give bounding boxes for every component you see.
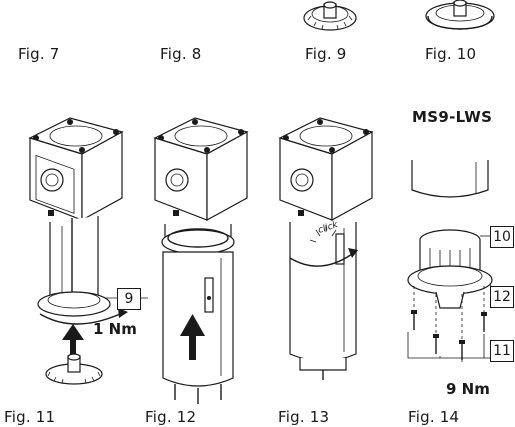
model-heading: MS9-LWS [412, 108, 493, 126]
caption-fig-14: Fig. 14 [408, 408, 460, 426]
torque-fig14: 9 Nm [446, 380, 490, 398]
caption-fig-7: Fig. 7 [18, 45, 60, 63]
fig11-drawing [28, 117, 148, 385]
caption-fig-11: Fig. 11 [4, 408, 56, 426]
fig12-drawing [153, 117, 249, 404]
callout-fig14-part-12: 12 [490, 286, 514, 308]
fig9-top-drawing [303, 1, 357, 31]
caption-fig-13: Fig. 13 [278, 408, 330, 426]
torque-fig11: 1 Nm [93, 320, 137, 338]
caption-fig-10: Fig. 10 [425, 45, 477, 63]
fig13-drawing [278, 117, 374, 380]
callout-fig14-part-10: 10 [490, 226, 514, 248]
caption-fig-9: Fig. 9 [305, 45, 347, 63]
caption-fig-12: Fig. 12 [145, 408, 197, 426]
callout-fig11-part-9: 9 [117, 288, 141, 310]
fig14-drawing [407, 160, 512, 362]
fig10-top-drawing [425, 0, 495, 30]
callout-fig14-part-11: 11 [490, 340, 514, 362]
caption-fig-8: Fig. 8 [160, 45, 202, 63]
